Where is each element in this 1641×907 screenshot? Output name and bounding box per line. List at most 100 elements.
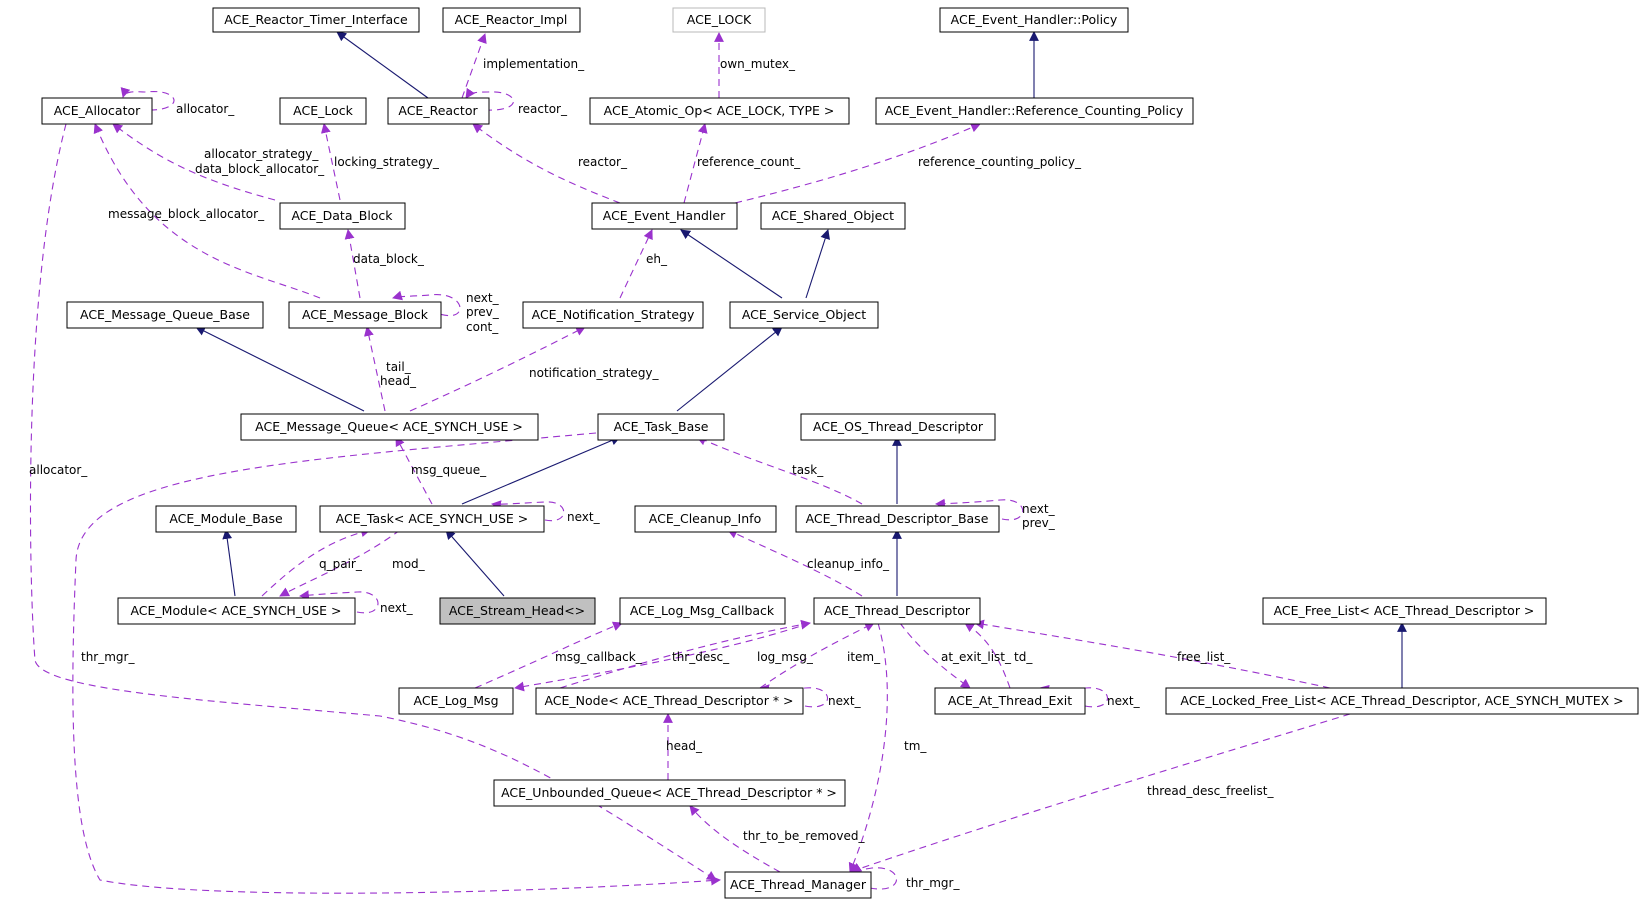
class-label: ACE_Thread_Descriptor <box>824 603 971 618</box>
class-node-log-msg[interactable]: ACE_Log_Msg <box>398 687 514 715</box>
edge-thread-desc-freelist <box>849 713 1351 874</box>
class-label: ACE_LOCK <box>687 12 752 27</box>
class-node-task[interactable]: ACE_Task< ACE_SYNCH_USE > <box>319 505 545 533</box>
edge-td-base-self <box>935 498 1024 521</box>
edge-label: reactor_ <box>518 102 568 116</box>
class-node-thread-manager[interactable]: ACE_Thread_Manager <box>724 871 872 899</box>
edge-stream-head-to-task <box>445 529 505 597</box>
class-label: ACE_Log_Msg_Callback <box>630 603 775 618</box>
edge-reference-counting-policy <box>734 123 981 204</box>
edge-label: item_ <box>847 650 881 664</box>
edge-allocator-self <box>120 87 175 111</box>
class-node-os-thread-descriptor[interactable]: ACE_OS_Thread_Descriptor <box>800 413 996 441</box>
edge-thread-manager-self <box>851 862 898 890</box>
class-node-atomic-op[interactable]: ACE_Atomic_Op< ACE_LOCK, TYPE > <box>589 97 850 125</box>
class-label: ACE_Node< ACE_Thread_Descriptor * > <box>544 693 793 708</box>
class-label: ACE_Reactor <box>398 103 478 118</box>
class-node-node-thread-descriptor[interactable]: ACE_Node< ACE_Thread_Descriptor * > <box>535 687 804 715</box>
edge-label: log_msg_ <box>757 650 814 664</box>
class-label: ACE_Thread_Descriptor_Base <box>806 511 989 526</box>
class-node-reactor[interactable]: ACE_Reactor <box>387 97 490 125</box>
edge-allocator-thread-manager <box>29 123 717 881</box>
class-node-thread-descriptor-base[interactable]: ACE_Thread_Descriptor_Base <box>795 505 1000 533</box>
edge-task-self <box>491 500 565 522</box>
edge-label: next_ <box>828 694 862 708</box>
edge-reactor-self <box>465 87 515 111</box>
class-node-shared-object[interactable]: ACE_Shared_Object <box>760 202 906 230</box>
edge-label: next_ <box>380 601 414 615</box>
class-node-message-queue[interactable]: ACE_Message_Queue< ACE_SYNCH_USE > <box>240 413 539 441</box>
edge-at-exit-list <box>899 622 971 689</box>
class-node-allocator[interactable]: ACE_Allocator <box>41 97 153 125</box>
class-node-locked-free-list[interactable]: ACE_Locked_Free_List< ACE_Thread_Descrip… <box>1165 687 1639 715</box>
edge-locking-strategy <box>320 123 341 201</box>
class-label: ACE_Atomic_Op< ACE_LOCK, TYPE > <box>604 103 835 118</box>
edge-label: allocator_strategy_ <box>204 147 319 161</box>
edge-label: thr_mgr_ <box>906 876 960 890</box>
class-label: ACE_Reactor_Impl <box>455 12 568 27</box>
edge-label: data_block_allocator_ <box>195 162 325 176</box>
class-node-notification-strategy[interactable]: ACE_Notification_Strategy <box>522 301 704 329</box>
class-node-at-thread-exit[interactable]: ACE_At_Thread_Exit <box>934 687 1086 715</box>
edge-q-pair <box>261 527 371 597</box>
class-node-event-handler[interactable]: ACE_Event_Handler <box>591 202 738 230</box>
class-node-reactor-timer-interface[interactable]: ACE_Reactor_Timer_Interface <box>212 7 420 33</box>
class-node-module-base[interactable]: ACE_Module_Base <box>155 505 297 533</box>
class-label: ACE_Reactor_Timer_Interface <box>224 12 408 27</box>
edge-service-object-to-shared-object <box>805 229 830 299</box>
class-node-unbounded-queue[interactable]: ACE_Unbounded_Queue< ACE_Thread_Descript… <box>493 779 846 807</box>
class-node-free-list[interactable]: ACE_Free_List< ACE_Thread_Descriptor > <box>1262 597 1547 625</box>
class-node-data-block[interactable]: ACE_Data_Block <box>279 202 406 230</box>
edge-label: notification_strategy_ <box>529 366 660 380</box>
edge-task-base-to-service-object <box>676 326 783 412</box>
class-label: ACE_Event_Handler::Policy <box>951 12 1118 27</box>
edge-label: reactor_ <box>578 155 628 169</box>
edge-label: thread_desc_freelist_ <box>1147 784 1274 798</box>
edge-label: msg_queue_ <box>411 463 487 477</box>
edge-label: next_ <box>1107 694 1141 708</box>
class-label: ACE_Message_Queue< ACE_SYNCH_USE > <box>255 419 523 434</box>
class-node-log-msg-callback[interactable]: ACE_Log_Msg_Callback <box>619 597 786 625</box>
class-label: ACE_Module_Base <box>169 511 283 526</box>
edge-label: mod_ <box>392 557 426 571</box>
class-node-thread-descriptor[interactable]: ACE_Thread_Descriptor <box>813 597 981 625</box>
class-label: ACE_Notification_Strategy <box>532 307 695 322</box>
class-label: ACE_Task< ACE_SYNCH_USE > <box>336 511 529 526</box>
class-node-ace-lock[interactable]: ACE_LOCK <box>672 7 766 33</box>
class-node-reactor-impl[interactable]: ACE_Reactor_Impl <box>442 7 581 33</box>
edge-notification-strategy <box>409 326 586 412</box>
class-node-module[interactable]: ACE_Module< ACE_SYNCH_USE > <box>117 597 356 625</box>
edge-label: allocator_ <box>29 463 88 477</box>
edge-module-self <box>299 590 379 614</box>
edge-label: thr_mgr_ <box>81 650 135 664</box>
edge-label: eh_ <box>646 252 668 266</box>
class-node-event-handler-policy[interactable]: ACE_Event_Handler::Policy <box>939 7 1129 33</box>
edge-label: td_ <box>1014 650 1033 664</box>
usage-edges <box>29 32 1351 894</box>
edge-label: thr_desc_ <box>672 650 730 664</box>
class-label: ACE_Thread_Manager <box>730 877 867 892</box>
edge-label: next_ <box>567 510 601 524</box>
class-label: ACE_Service_Object <box>742 307 866 322</box>
class-node-service-object[interactable]: ACE_Service_Object <box>729 301 879 329</box>
class-label: ACE_OS_Thread_Descriptor <box>813 419 984 434</box>
class-label: ACE_Lock <box>293 103 353 118</box>
edge-label: allocator_ <box>176 102 235 116</box>
class-node-message-block[interactable]: ACE_Message_Block <box>288 301 442 329</box>
edge-label: next_ <box>466 291 500 305</box>
class-label: ACE_Event_Handler::Reference_Counting_Po… <box>885 103 1184 118</box>
class-node-message-queue-base[interactable]: ACE_Message_Queue_Base <box>66 301 264 329</box>
class-node-stream-head[interactable]: ACE_Stream_Head<> <box>439 597 596 625</box>
class-node-task-base[interactable]: ACE_Task_Base <box>597 413 725 441</box>
edge-label: message_block_allocator_ <box>108 207 265 221</box>
class-node-cleanup-info[interactable]: ACE_Cleanup_Info <box>634 505 777 533</box>
edge-reactor-event-handler <box>472 123 621 204</box>
class-node-lock[interactable]: ACE_Lock <box>279 97 367 125</box>
edge-thr-mgr-task-base <box>72 432 721 894</box>
edge-eh <box>619 229 653 299</box>
edge-task <box>696 436 863 505</box>
edge-label: thr_to_be_removed_ <box>743 829 865 843</box>
edge-item <box>759 622 875 689</box>
class-node-reference-counting-policy[interactable]: ACE_Event_Handler::Reference_Counting_Po… <box>875 97 1194 125</box>
